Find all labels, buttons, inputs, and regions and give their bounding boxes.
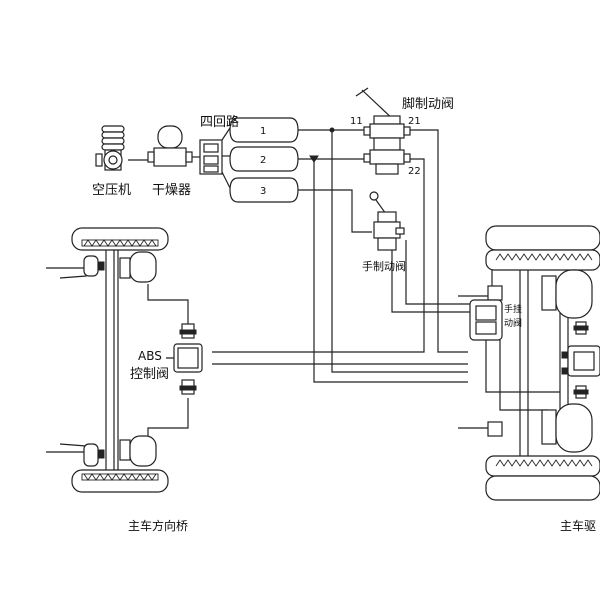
air-tank-3 [229,177,299,203]
front-axle [46,227,169,493]
port-21-label: 21 [408,116,421,127]
port-11-label: 11 [350,116,363,127]
hand-valve-label: 手制动阀 [362,259,406,273]
fc-tank1-line [221,127,231,141]
front-abs-valves [173,323,203,395]
tank2-supply [313,159,468,383]
foot-brake-valve [355,87,411,175]
air-compressor [95,125,125,171]
tank1-rear-supply [331,130,468,373]
front-upper-tire [71,227,169,251]
hand-brake-valve [369,191,405,251]
rear-lower-inner-tire [485,455,600,477]
rear-upper-inner-tire [485,249,600,271]
tank-3-label: 3 [260,186,266,197]
tank3-handvalve-line [298,189,372,233]
relay-label-line1: 手挂 [504,303,522,315]
relay-lower-chamber [499,340,548,411]
tank-2-label: 2 [260,155,266,166]
rear-axle [458,225,600,501]
air-tank-1 [229,117,299,143]
rear-upper-outer-tire [485,225,600,251]
front-lower-tire [71,469,169,493]
foot-valve-label: 脚制动阀 [402,96,454,112]
relay-label-line2: 动阀 [504,318,522,329]
front-upper-brake-chamber [129,251,157,283]
tank-1-label: 1 [260,126,266,137]
handvalve-relay-line [391,250,470,313]
footvalve-22-abs-line [212,158,425,353]
abs-upper-chamber [147,284,189,334]
rear-upper-brake-chamber [555,269,593,319]
abs-label-line1: ABS [138,349,162,363]
air-dryer [147,125,193,167]
abs-label-line2: 控制阀 [130,367,169,382]
handvalve-relay-line-2 [405,240,470,305]
dryer-label: 干燥器 [152,183,191,198]
rear-lower-outer-tire [485,475,600,501]
fc-tank3-line [221,171,231,189]
rear-lower-brake-chamber [555,403,593,453]
air-compressor-label: 空压机 [92,183,131,198]
port-22-label: 22 [408,166,421,177]
four-circuit-label: 四回路 [200,114,239,130]
rear-axle-label: 主车驱 [560,518,596,533]
front-lower-brake-chamber [129,435,157,467]
relay-lower-chamber-2 [485,340,560,393]
air-tank-2 [229,146,299,172]
front-axle-label: 主车方向桥 [128,518,188,533]
abs-lower-chamber [147,398,189,438]
tee-marker [309,155,319,163]
tee-dot [329,127,335,133]
four-circuit-valve [199,139,223,175]
footvalve-21-line [402,129,468,353]
